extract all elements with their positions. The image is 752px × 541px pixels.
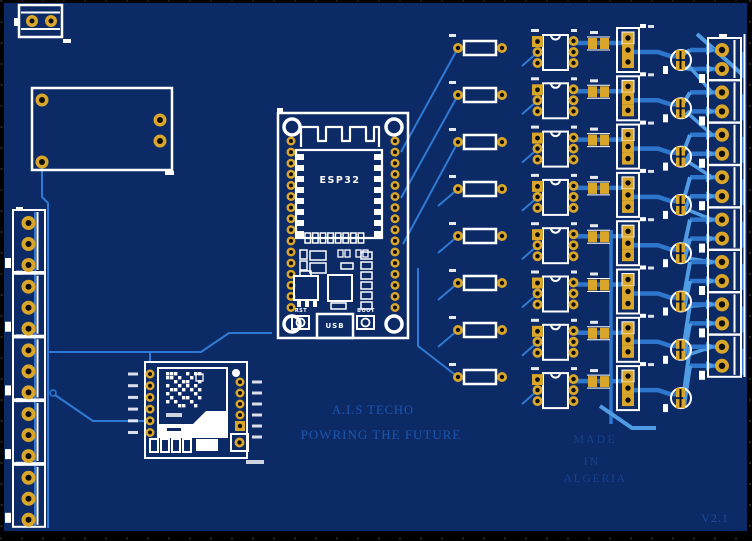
smd-resistor <box>587 369 610 389</box>
screw-terminal-3pin <box>5 270 46 337</box>
usb-connector-label: USB <box>325 322 345 330</box>
optocoupler-dip6 <box>531 173 579 216</box>
triac-footprint <box>616 120 654 170</box>
smd-resistor <box>587 127 610 148</box>
resistor-footprint <box>449 222 507 245</box>
fuse-footprint <box>663 338 692 364</box>
smd-resistor <box>587 79 610 99</box>
esp32-chip-label: ESP32 <box>319 175 361 186</box>
brand-company-text: A.I.S TECHO <box>332 403 414 417</box>
triac-footprint <box>616 217 654 267</box>
origin-in-text: IN <box>583 454 601 468</box>
smd-resistor <box>587 320 610 341</box>
resistor-footprint <box>449 81 507 104</box>
footprints <box>5 3 742 528</box>
screw-terminal-3pin <box>5 461 46 528</box>
version-text: V2.1 <box>701 511 729 525</box>
triac-footprint <box>616 168 654 218</box>
optocoupler-dip6 <box>531 29 579 71</box>
origin-made-text: MADE <box>573 432 617 446</box>
fuse-footprint <box>663 49 692 74</box>
fuse-footprint <box>663 193 692 219</box>
smd-resistor <box>587 224 610 244</box>
resistor-footprint <box>449 363 507 386</box>
resistor-footprint <box>449 316 507 339</box>
optocoupler-dip6 <box>531 77 579 120</box>
triac-footprint <box>616 24 654 73</box>
smd-resistor <box>587 31 610 51</box>
fuse-footprint <box>663 242 692 268</box>
screw-terminal-3pin <box>5 398 46 465</box>
screw-terminal-2pin-output <box>699 164 742 211</box>
boot-button-label: BOOT <box>357 308 375 314</box>
smd-resistor <box>587 272 610 292</box>
optocoupler-dip6 <box>531 222 579 265</box>
esp32-devboard <box>276 108 410 340</box>
fuse-footprint <box>663 387 692 413</box>
screw-terminal-3pin <box>5 207 46 273</box>
optocoupler-dip6 <box>531 318 579 361</box>
triac-footprint <box>616 362 654 412</box>
triac-footprint <box>616 265 654 315</box>
resistor-footprint <box>449 128 507 151</box>
screw-terminal-2pin-output <box>699 291 742 338</box>
resistor-footprint <box>449 175 507 198</box>
screw-terminal-2pin-output <box>699 206 742 253</box>
optocoupler-dip6 <box>531 125 579 168</box>
optocoupler-dip6 <box>531 270 579 313</box>
resistor-footprint <box>449 34 507 57</box>
optocoupler-dip6 <box>531 367 579 410</box>
screw-terminal-2pin-output <box>699 333 742 380</box>
resistor-footprint <box>449 269 507 292</box>
fuse-footprint <box>663 145 692 171</box>
brand-slogan-text: POWRING THE FUTURE <box>300 427 462 442</box>
fuse-footprint <box>663 290 692 316</box>
screw-terminal-3pin <box>5 334 46 401</box>
origin-algeria-text: ALGERIA <box>563 471 627 485</box>
rst-button-label: RST <box>294 308 308 314</box>
screw-terminal-2pin-output <box>699 121 742 168</box>
radio-module <box>128 361 264 464</box>
power-module-footprint <box>30 86 174 175</box>
smd-resistor <box>587 175 610 196</box>
fuse-footprint <box>663 97 692 123</box>
screw-terminal-2pin-top <box>14 3 71 43</box>
triac-footprint <box>616 72 654 122</box>
triac-footprint <box>616 313 654 363</box>
